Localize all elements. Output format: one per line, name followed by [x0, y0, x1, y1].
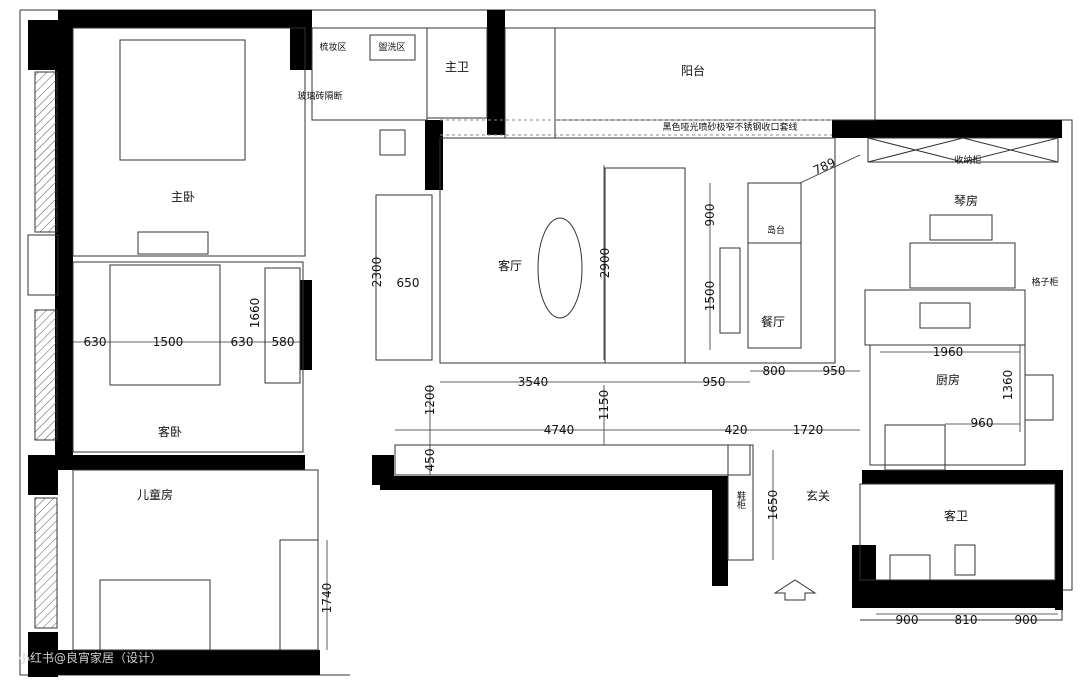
dim-630: 630	[84, 335, 107, 349]
dim-580: 580	[272, 335, 295, 349]
fridge	[884, 424, 946, 471]
dim-950: 950	[703, 375, 726, 389]
stove	[919, 302, 971, 329]
dimension-lines	[73, 154, 1058, 650]
wardrobe-living	[375, 194, 433, 361]
dim-2300: 2300	[370, 257, 384, 288]
wardrobe-guest	[264, 267, 301, 384]
dim-1360: 1360	[1001, 370, 1015, 401]
wardrobe-kids	[279, 539, 319, 651]
windows	[27, 71, 59, 629]
bath-sink	[889, 554, 931, 581]
dim-4740: 4740	[544, 423, 575, 437]
dim-810: 810	[955, 613, 978, 627]
label-master-bedroom: 主卧	[171, 190, 195, 204]
dimension-labels: 789 630 1500 630 580 1660 2300 650 2900 …	[84, 155, 1038, 627]
label-guest-bath: 客卫	[944, 508, 968, 523]
dim-1500: 1500	[153, 335, 184, 349]
label-dining-room: 餐厅	[761, 314, 785, 329]
dim-1150: 1150	[597, 390, 611, 421]
kids-bed	[99, 579, 211, 651]
guest-bed	[109, 264, 221, 386]
piano	[909, 242, 1016, 289]
label-kitchen: 厨房	[936, 372, 960, 387]
dim-3540: 3540	[518, 375, 549, 389]
watermark: 小红书@良宵家居（设计）	[18, 650, 162, 665]
dim-1650: 1650	[766, 490, 780, 521]
label-entrance: 玄关	[806, 488, 830, 503]
dim-789: 789	[811, 155, 838, 177]
shoe-cabinet-box	[727, 444, 754, 561]
label-master-bath: 主卫	[445, 60, 469, 74]
dim-630-b: 630	[231, 335, 254, 349]
room-labels: 主卧 梳妆区 盥洗区 主卫 玻璃砖隔断 阳台 黑色哑光喷砂极窄不锈钢收口套线 收…	[137, 41, 1059, 523]
trim-note: 黑色哑光喷砂极窄不锈钢收口套线	[662, 121, 797, 133]
label-storage-cabinet: 收纳柜	[954, 154, 981, 166]
piano-bench	[929, 214, 993, 241]
dim-950-b: 950	[823, 364, 846, 378]
dim-800: 800	[763, 364, 786, 378]
dim-1500-v: 1500	[703, 281, 717, 312]
label-island: 岛台	[767, 224, 785, 236]
label-glass-partition: 玻璃砖隔断	[297, 90, 342, 102]
label-shoe-cabinet: 鞋柜	[735, 490, 746, 510]
dim-1960: 1960	[933, 345, 964, 359]
wash-basin	[369, 34, 416, 61]
label-grid-cabinet: 格子柜	[1031, 276, 1058, 288]
label-guest-bedroom: 客卧	[158, 424, 182, 439]
dim-1200: 1200	[423, 385, 437, 416]
dim-650: 650	[397, 276, 420, 290]
coffee-table	[537, 217, 583, 319]
dim-900: 900	[703, 204, 717, 227]
dim-900-bottom-b: 900	[1015, 613, 1038, 627]
toilet	[954, 544, 976, 576]
dim-1740: 1740	[320, 583, 334, 614]
tv-console	[137, 231, 209, 255]
cabinet-row	[394, 444, 751, 476]
dim-2900: 2900	[598, 248, 612, 279]
dim-900-bottom: 900	[896, 613, 919, 627]
label-piano-room: 琴房	[954, 193, 978, 208]
label-vanity-area: 梳妆区	[319, 41, 346, 53]
dim-960: 960	[971, 416, 994, 430]
kitchen-sink	[1024, 374, 1054, 421]
walls	[28, 10, 1063, 677]
dim-1720: 1720	[793, 423, 824, 437]
furniture	[99, 34, 1054, 651]
label-living-room: 客厅	[498, 258, 522, 273]
sofa	[604, 167, 686, 364]
master-toilet	[379, 129, 406, 156]
dim-450: 450	[423, 449, 437, 472]
bench	[719, 247, 741, 334]
label-wash-area: 盥洗区	[378, 41, 405, 53]
label-kids-room: 儿童房	[137, 487, 173, 502]
dim-420: 420	[725, 423, 748, 437]
dim-1660: 1660	[248, 298, 262, 329]
entrance-arrow-icon	[773, 579, 817, 601]
master-bed	[119, 39, 246, 161]
dining-table	[747, 242, 802, 349]
label-balcony: 阳台	[681, 63, 705, 78]
